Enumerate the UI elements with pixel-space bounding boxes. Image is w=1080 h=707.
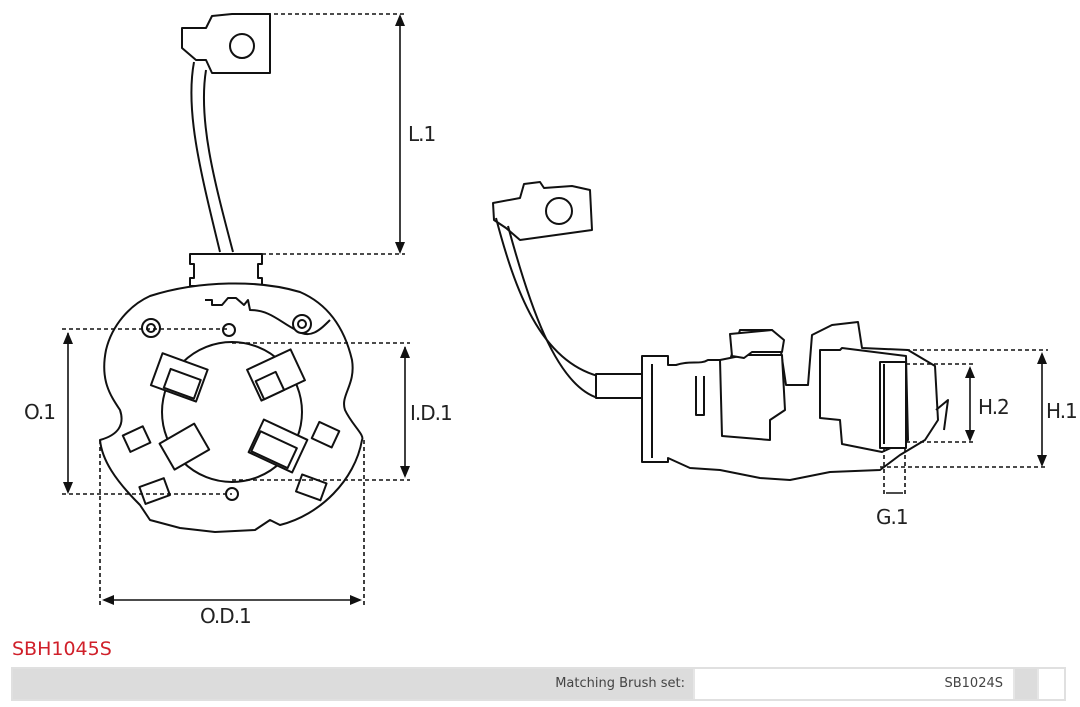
spec-label: Matching Brush set:: [13, 669, 695, 699]
dim-label-l1: L.1: [408, 122, 435, 146]
dim-label-od1: O.D.1: [200, 604, 251, 628]
dim-label-g1: G.1: [876, 505, 908, 529]
front-view: L.1 O.1 I.D.1 O.D.1: [24, 13, 453, 628]
spec-empty-cell: [1015, 669, 1039, 699]
technical-drawing: L.1 O.1 I.D.1 O.D.1 H: [24, 13, 1078, 628]
dim-label-id1: I.D.1: [410, 401, 452, 425]
spec-value: SB1024S: [695, 669, 1015, 699]
dim-label-h1: H.1: [1046, 399, 1077, 423]
dim-label-o1: O.1: [24, 400, 55, 424]
spec-table-row: Matching Brush set: SB1024S: [11, 667, 1066, 701]
spec-empty-cell: [1039, 669, 1064, 699]
product-code: SBH1045S: [12, 638, 112, 660]
side-view: H.1 H.2 G.1: [492, 181, 1078, 529]
dim-label-h2: H.2: [978, 395, 1009, 419]
